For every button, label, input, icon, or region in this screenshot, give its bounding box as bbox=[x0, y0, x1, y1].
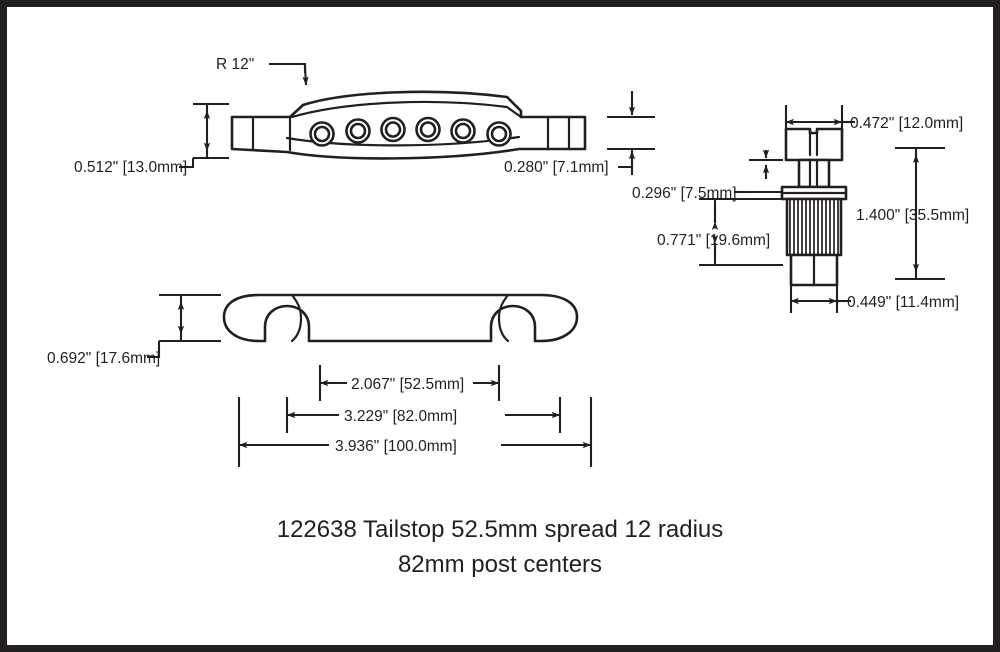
tailpiece-body-outline bbox=[230, 90, 587, 160]
string-hole bbox=[380, 116, 406, 143]
tailpiece-front-view: R 12" 0.512" [13.0mm] bbox=[74, 56, 655, 176]
dimension-overall-height bbox=[895, 146, 945, 281]
tailpiece-bottom-view: 0.692" [17.6mm] 2.067" [52.5mm] 3.229" [ bbox=[47, 293, 593, 467]
drawing-canvas: R 12" 0.512" [13.0mm] bbox=[7, 7, 993, 645]
dimension-label-0472: 0.472" [12.0mm] bbox=[850, 115, 963, 132]
right-flange-dividers bbox=[546, 115, 571, 151]
dimension-label-0512: 0.512" [13.0mm] bbox=[74, 159, 187, 176]
dimension-thickness-right bbox=[607, 91, 655, 175]
dimension-label-0280: 0.280" [7.1mm] bbox=[504, 159, 609, 176]
dimension-label-2067: 2.067" [52.5mm] bbox=[351, 376, 464, 393]
string-holes bbox=[309, 116, 512, 147]
caption-block: 122638 Tailstop 52.5mm spread 12 radius … bbox=[277, 516, 724, 578]
string-hole bbox=[450, 118, 476, 144]
radius-callout-leader bbox=[269, 62, 309, 86]
caption-line-2: 82mm post centers bbox=[398, 551, 602, 578]
dimension-label-1400: 1.400" [35.5mm] bbox=[856, 207, 969, 224]
string-hole bbox=[345, 118, 371, 144]
dimension-label-3936: 3.936" [100.0mm] bbox=[335, 438, 457, 455]
dimension-body-width bbox=[789, 273, 851, 313]
dimension-label-3229: 3.229" [82.0mm] bbox=[344, 408, 457, 425]
dimension-label-r12: R 12" bbox=[216, 56, 254, 73]
knurl-hatching bbox=[789, 200, 839, 254]
dimension-string-spread bbox=[318, 365, 501, 401]
string-hole bbox=[486, 121, 512, 147]
dimension-head-height bbox=[734, 149, 783, 194]
bottom-view-end-arcs bbox=[290, 293, 510, 343]
dimension-post-centers bbox=[285, 397, 562, 433]
left-flange-dividers bbox=[251, 115, 292, 152]
dimension-label-0296: 0.296" [7.5mm] bbox=[632, 185, 737, 202]
dimension-label-0771: 0.771" [19.6mm] bbox=[657, 232, 770, 249]
dimension-label-0692: 0.692" [17.6mm] bbox=[47, 350, 160, 367]
string-hole bbox=[415, 116, 441, 143]
dimension-knurl-length bbox=[699, 197, 783, 267]
dimension-head-width bbox=[784, 105, 855, 139]
technical-drawing-svg: R 12" 0.512" [13.0mm] bbox=[47, 56, 969, 578]
dimension-width-bottom bbox=[147, 293, 221, 359]
dimension-height-left bbox=[179, 102, 229, 169]
string-hole bbox=[309, 121, 335, 147]
dimension-overall-length bbox=[237, 397, 593, 467]
dimension-label-0449: 0.449" [11.4mm] bbox=[847, 294, 959, 311]
caption-line-1: 122638 Tailstop 52.5mm spread 12 radius bbox=[277, 516, 724, 543]
stud-post-detail-view: 0.472" [12.0mm] 0.296" [7.5mm] bbox=[632, 105, 969, 313]
